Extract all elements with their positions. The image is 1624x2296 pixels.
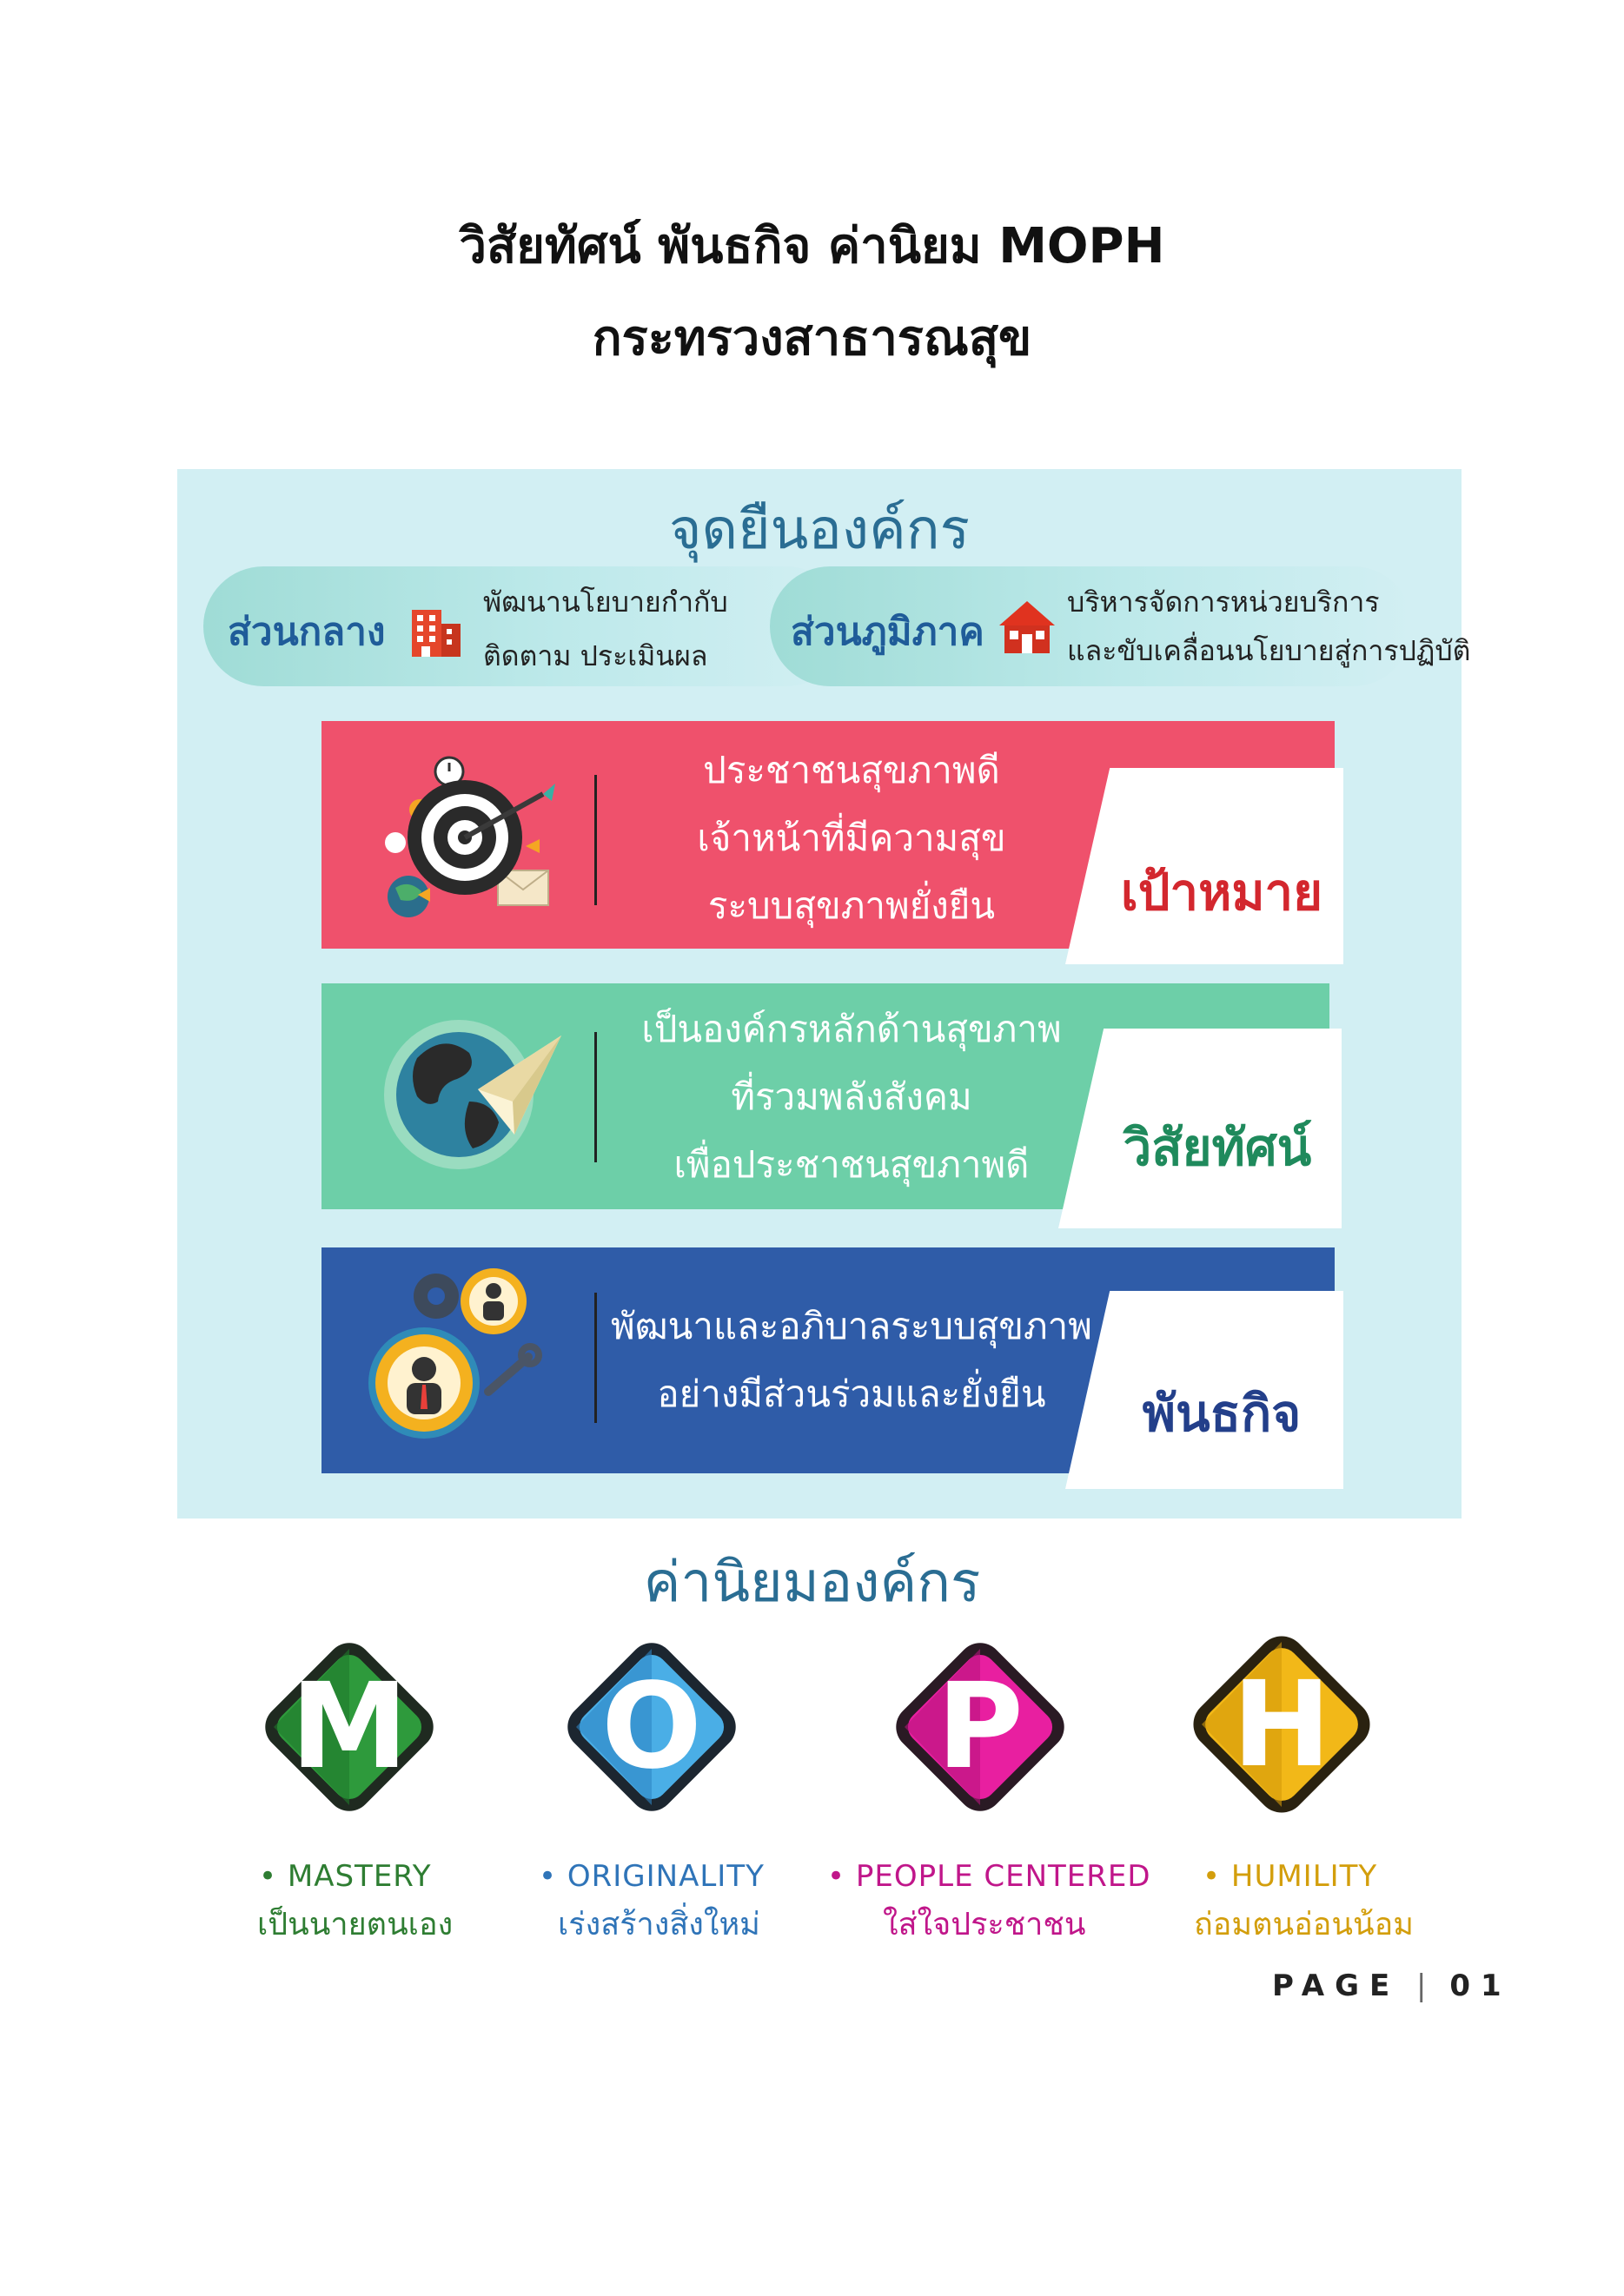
central-desc-line2: ติดตาม ประเมินผล <box>483 639 708 672</box>
vision-divider <box>594 1032 597 1162</box>
values-heading: ค่านิยมองค์กร <box>643 1551 981 1615</box>
value-letter-h: H <box>1232 1657 1331 1794</box>
house-icon <box>998 599 1057 655</box>
regional-desc-line1: บริหารจัดการหน่วยบริการ <box>1067 586 1380 619</box>
regional-title: ส่วนภูมิภาค <box>791 610 984 654</box>
gear-people-icon <box>358 1261 549 1447</box>
stance-heading: จุดยืนองค์กร <box>669 498 970 562</box>
office-building-icon <box>408 601 464 657</box>
value-diamond-o <box>546 1618 758 1836</box>
value-diamond-h <box>1170 1609 1394 1840</box>
page-subtitle: กระทรวงสาธารณสุข <box>592 310 1032 367</box>
goal-text: ประชาชนสุขภาพดี เจ้าหน้าที่มีความสุข ระบ… <box>608 737 1095 940</box>
page-label: PAGE <box>1272 1968 1401 2003</box>
regional-pill <box>770 566 1413 686</box>
mission-divider <box>594 1293 597 1423</box>
value-thai-originality: เร่งสร้างสิ่งใหม่ <box>558 1907 760 1942</box>
goal-line-3: ระบบสุขภาพยั่งยืน <box>707 884 996 927</box>
value-letter-o: O <box>601 1658 702 1796</box>
vision-line-2: ที่รวมพลังสังคม <box>731 1075 972 1118</box>
goal-line-1: ประชาชนสุขภาพดี <box>703 749 1000 791</box>
value-diamond-m <box>243 1618 455 1836</box>
vision-label: วิสัยทัศน์ <box>1123 1118 1312 1177</box>
goal-divider <box>594 775 597 905</box>
value-thai-people-centered: ใส่ใจประชาชน <box>883 1907 1086 1942</box>
goal-line-2: เจ้าหน้าที่มีความสุข <box>697 817 1006 859</box>
goal-tag <box>1065 768 1343 964</box>
regional-desc-line2: และขับเคลื่อนนโยบายสู่การปฏิบัติ <box>1067 634 1471 667</box>
value-name-humility: • HUMILITY <box>1203 1859 1378 1894</box>
value-thai-mastery: เป็นนายตนเอง <box>257 1907 454 1942</box>
page-footer: PAGE | 01 <box>1272 1968 1512 2003</box>
target-icon <box>369 749 560 923</box>
central-pill <box>203 566 846 686</box>
mission-text: พัฒนาและอภิบาลระบบสุขภาพ อย่างมีส่วนร่วม… <box>608 1293 1095 1428</box>
value-name-people-centered: • PEOPLE CENTERED <box>827 1859 1151 1894</box>
mission-label: พันธกิจ <box>1142 1384 1302 1443</box>
value-name-mastery: • MASTERY <box>259 1859 432 1894</box>
globe-paper-plane-icon <box>382 1015 565 1171</box>
vision-line-3: เพื่อประชาชนสุขภาพดี <box>673 1143 1030 1186</box>
central-desc-line1: พัฒนานโยบายกำกับ <box>483 586 728 619</box>
mission-line-1: พัฒนาและอภิบาลระบบสุขภาพ <box>611 1305 1092 1347</box>
vision-text: เป็นองค์กรหลักด้านสุขภาพ ที่รวมพลังสังคม… <box>608 996 1095 1199</box>
mission-tag <box>1065 1291 1343 1489</box>
mission-line-2: อย่างมีส่วนร่วมและยั่งยืน <box>657 1373 1046 1415</box>
vision-line-1: เป็นองค์กรหลักด้านสุขภาพ <box>641 1008 1062 1050</box>
central-title: ส่วนกลาง <box>228 610 386 654</box>
value-diamond-p <box>874 1618 1086 1836</box>
vision-tag <box>1058 1029 1342 1228</box>
page-number: 01 <box>1449 1968 1512 2003</box>
goal-label: เป้าหมาย <box>1120 863 1323 922</box>
value-letter-m: M <box>290 1658 408 1796</box>
value-thai-humility: ถ่อมตนอ่อนน้อม <box>1194 1907 1414 1942</box>
value-letter-p: P <box>937 1658 1024 1796</box>
value-name-originality: • ORIGINALITY <box>539 1859 765 1894</box>
page-title: วิสัยทัศน์ พันธกิจ ค่านิยม MOPH <box>459 218 1165 275</box>
